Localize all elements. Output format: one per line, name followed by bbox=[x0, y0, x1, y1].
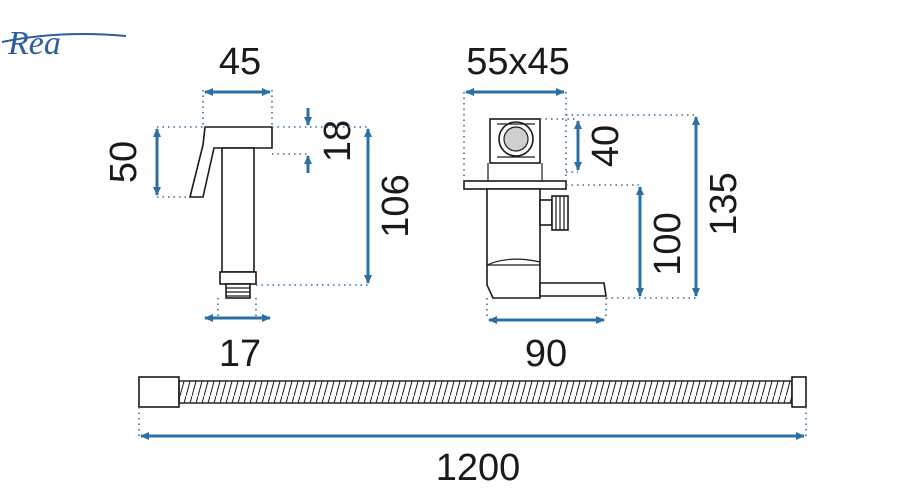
spray-nut bbox=[219, 271, 257, 285]
hose-end-right bbox=[791, 376, 807, 408]
holder-dimensions: 55x45 40 100 135 90 bbox=[463, 41, 745, 375]
label-holder-outlet: 100 bbox=[647, 212, 689, 275]
label-spray-thread: 17 bbox=[219, 333, 261, 375]
logo-swoosh bbox=[1, 33, 127, 43]
brand-logo: Rea bbox=[1, 25, 127, 62]
spray-stem bbox=[221, 147, 255, 273]
label-holder-plate: 55x45 bbox=[466, 41, 570, 83]
holder-outlet-nut bbox=[539, 199, 553, 226]
holder-ring-inner bbox=[503, 126, 529, 152]
label-hose-length: 1200 bbox=[436, 447, 521, 489]
label-spray-head-height: 50 bbox=[103, 141, 145, 183]
hand-spray-drawing bbox=[188, 126, 273, 299]
holder-lever bbox=[539, 282, 607, 297]
label-holder-total: 135 bbox=[703, 172, 745, 235]
holder-flange bbox=[463, 180, 567, 190]
hose-braid bbox=[178, 380, 793, 404]
hose-end-left bbox=[138, 376, 180, 408]
label-spray-total-height: 106 bbox=[375, 174, 417, 237]
holder-body bbox=[486, 188, 541, 299]
holder-drawing bbox=[463, 118, 607, 299]
hose-drawing: 1200 bbox=[138, 376, 807, 489]
spray-dimensions: 45 50 18 106 17 bbox=[103, 41, 417, 375]
label-spray-top-width: 45 bbox=[219, 41, 261, 83]
label-holder-hook: 40 bbox=[585, 125, 627, 167]
logo-text: Rea bbox=[7, 25, 61, 62]
label-holder-depth: 90 bbox=[525, 333, 567, 375]
spray-head bbox=[188, 126, 273, 198]
